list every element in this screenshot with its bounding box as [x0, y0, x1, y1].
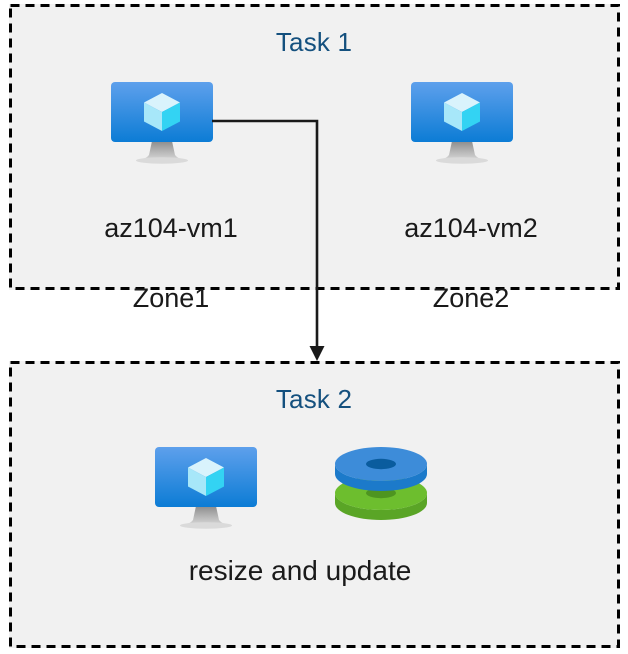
- task-2-title: Task 2: [275, 384, 353, 414]
- vm2-caption: az104-vm2 Zone2: [338, 176, 604, 316]
- connector-arrowhead: [309, 346, 325, 361]
- task-group-2: [9, 361, 620, 648]
- connector-arrow-vm1-to-task2: [212, 119, 325, 361]
- task-group-1: [9, 4, 620, 290]
- task-1-title: Task 1: [275, 27, 353, 57]
- azure-virtual-machine-icon: [152, 444, 260, 530]
- connector-line: [212, 119, 319, 351]
- vm1-caption: az104-vm1 Zone1: [38, 176, 304, 316]
- vm2-name: az104-vm2: [404, 213, 538, 243]
- azure-virtual-machine-icon: [108, 79, 216, 165]
- vm1-zone: Zone1: [132, 283, 210, 313]
- vm2-zone: Zone2: [432, 283, 510, 313]
- vm1-name: az104-vm1: [104, 213, 238, 243]
- disk-blue: [335, 447, 427, 491]
- azure-managed-disks-icon: [330, 443, 432, 525]
- azure-virtual-machine-icon: [408, 79, 516, 165]
- task-group-1-dashed-border: [9, 4, 620, 290]
- task-2-caption: resize and update: [188, 555, 412, 586]
- task-group-2-dashed-border: [9, 361, 620, 648]
